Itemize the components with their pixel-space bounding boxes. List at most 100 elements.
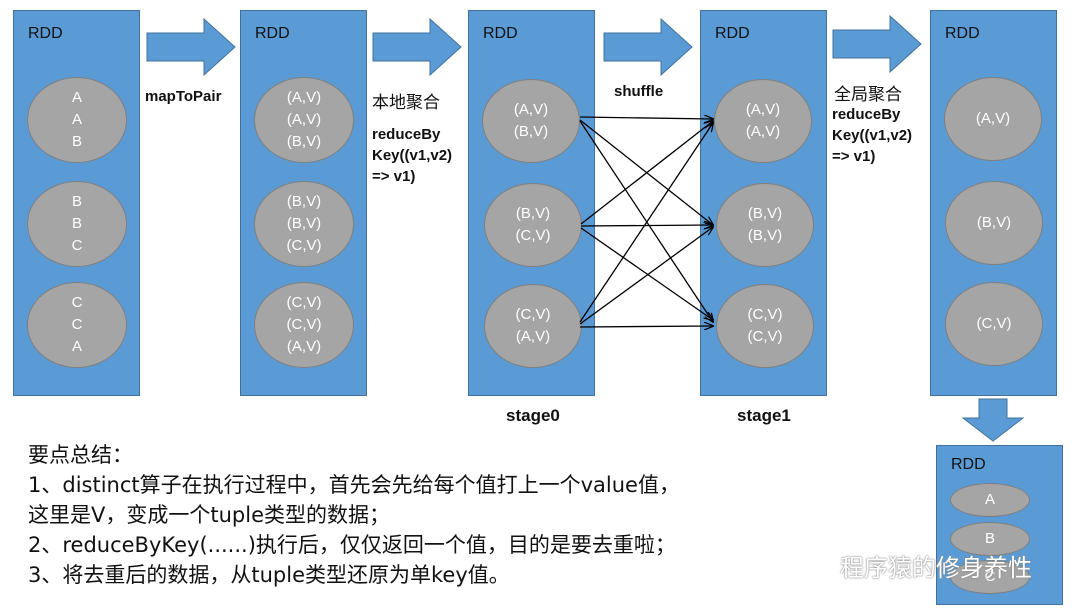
op-line: reduceBy	[372, 126, 441, 143]
summary-line: 2、reduceByKey(......)执行后，仅仅返回一个值，目的是要去重啦…	[28, 533, 676, 557]
partition-item: (C,V)	[286, 294, 322, 311]
stage1-label: stage1	[737, 406, 791, 425]
partition-item: (B,V)	[976, 214, 1012, 231]
op-line: => v1)	[372, 168, 416, 185]
rdd-box-4: RDD (A,V) (A,V) (B,V) (B,V) (C,V) (C,V)	[700, 10, 827, 396]
partition-item: A	[71, 89, 82, 106]
partition-ellipse: C C A	[27, 282, 127, 368]
partition-item: (B,V)	[747, 205, 783, 222]
shuffle-arrow	[579, 117, 713, 119]
shuffle-arrow	[579, 123, 713, 323]
partition-item: (A,V)	[745, 123, 781, 140]
op-local-aggregate-label: 本地聚合	[372, 93, 440, 113]
partition-item: (C,V)	[286, 316, 322, 333]
shuffle-arrow	[580, 225, 713, 226]
partition-item: (C,V)	[515, 227, 551, 244]
partition-item: (A,V)	[975, 110, 1011, 127]
summary-block: 要点总结： 1、distinct算子在执行过程中，首先会先给每个值打上一个val…	[28, 440, 680, 590]
wechat-icon	[801, 552, 832, 578]
partition-ellipse: (C,V) (C,V)	[716, 284, 814, 368]
stage0-label: stage0	[506, 406, 560, 425]
partition-item: A	[71, 338, 82, 355]
op-maptopair-label: mapToPair	[145, 88, 222, 105]
op-global-aggregate-label: 全局聚合	[834, 85, 902, 105]
right-arrow-icon	[603, 18, 693, 76]
rdd-box-5: RDD (A,V) (B,V) (C,V)	[930, 10, 1057, 396]
summary-title: 要点总结：	[28, 443, 133, 467]
partition-item: (A,V)	[286, 338, 322, 355]
shuffle-arrow	[580, 227, 713, 320]
watermark-text: 程序猿的修身养性	[840, 554, 1032, 582]
rdd-label: RDD	[483, 25, 518, 42]
partition-ellipse: (C,V)	[945, 282, 1043, 366]
partition-item: B	[71, 215, 82, 232]
summary-line: 这里是V，变成一个tuple类型的数据；	[28, 503, 390, 527]
shuffle-arrow	[580, 121, 713, 225]
partition-item: (B,V)	[513, 123, 549, 140]
partition-item: (A,V)	[286, 89, 322, 106]
partition-ellipse: C	[950, 560, 1030, 594]
rdd-label: RDD	[28, 25, 63, 42]
rdd-box-3: RDD (A,V) (B,V) (B,V) (C,V) (C,V) (A,V)	[468, 10, 595, 396]
op-line: => v1)	[832, 148, 876, 165]
partition-ellipse: B B C	[27, 181, 127, 267]
partition-ellipse: B	[950, 522, 1030, 556]
partition-item: C	[71, 237, 83, 254]
op-reducebykey-label: reduceBy Key((v1,v2) => v1)	[832, 104, 912, 167]
partition-ellipse: (B,V) (B,V)	[716, 183, 814, 267]
partition-item: A	[984, 491, 995, 508]
partition-ellipse: (A,V) (A,V)	[714, 79, 812, 163]
partition-item: (A,V)	[745, 101, 781, 118]
partition-item: (A,V)	[286, 111, 322, 128]
partition-item: (B,V)	[286, 215, 322, 232]
op-line: Key((v1,v2)	[832, 127, 913, 144]
op-line: reduceBy	[832, 106, 901, 123]
partition-item: C	[71, 294, 83, 311]
partition-ellipse: A A B	[27, 77, 127, 163]
partition-item: (C,V)	[976, 315, 1012, 332]
summary-line: 3、将去重后的数据，从tuple类型还原为单key值。	[28, 563, 510, 587]
partition-item: C	[984, 568, 996, 585]
rdd-box-6: RDD A B C	[936, 445, 1063, 605]
partition-ellipse: (C,V) (C,V) (A,V)	[254, 282, 354, 368]
op-reducebykey-label: reduceBy Key((v1,v2) => v1)	[372, 124, 452, 187]
partition-ellipse: (A,V) (A,V) (B,V)	[254, 77, 354, 163]
partition-item: (B,V)	[515, 205, 551, 222]
rdd-label: RDD	[951, 456, 986, 473]
rdd-box-1: RDD A A B B B C C C A	[13, 10, 140, 396]
partition-item: B	[984, 530, 995, 547]
shuffle-arrow	[579, 326, 713, 327]
partition-ellipse: A	[950, 483, 1030, 517]
partition-item: (B,V)	[747, 227, 783, 244]
right-arrow-icon	[832, 15, 922, 73]
partition-item: (B,V)	[286, 193, 322, 210]
partition-ellipse: (A,V) (B,V)	[482, 79, 580, 163]
right-arrow-icon	[146, 18, 236, 76]
partition-item: (C,V)	[747, 328, 783, 345]
summary-line: 1、distinct算子在执行过程中，首先会先给每个值打上一个value值，	[28, 473, 680, 497]
partition-item: B	[71, 133, 82, 150]
rdd-label: RDD	[945, 25, 980, 42]
partition-item: A	[71, 111, 82, 128]
partition-item: (C,V)	[747, 306, 783, 323]
watermark: 程序猿的修身养性	[800, 548, 1032, 583]
rdd-label: RDD	[715, 25, 750, 42]
partition-ellipse: (B,V) (C,V)	[484, 183, 582, 267]
partition-ellipse: (B,V) (B,V) (C,V)	[254, 181, 354, 267]
partition-item: C	[71, 316, 83, 333]
shuffle-arrow	[579, 227, 713, 325]
rdd-label: RDD	[255, 25, 290, 42]
partition-item: (C,V)	[286, 237, 322, 254]
partition-ellipse: (B,V)	[945, 181, 1043, 265]
op-line: Key((v1,v2)	[372, 147, 453, 164]
partition-item: (A,V)	[513, 101, 549, 118]
partition-item: (C,V)	[515, 306, 551, 323]
op-shuffle-label: shuffle	[614, 83, 664, 100]
rdd-box-2: RDD (A,V) (A,V) (B,V) (B,V) (B,V) (C,V) …	[240, 10, 367, 396]
partition-item: B	[71, 193, 82, 210]
partition-item: (B,V)	[286, 133, 322, 150]
down-arrow-icon	[962, 398, 1024, 442]
partition-ellipse: (A,V)	[944, 77, 1042, 161]
right-arrow-icon	[372, 18, 462, 76]
